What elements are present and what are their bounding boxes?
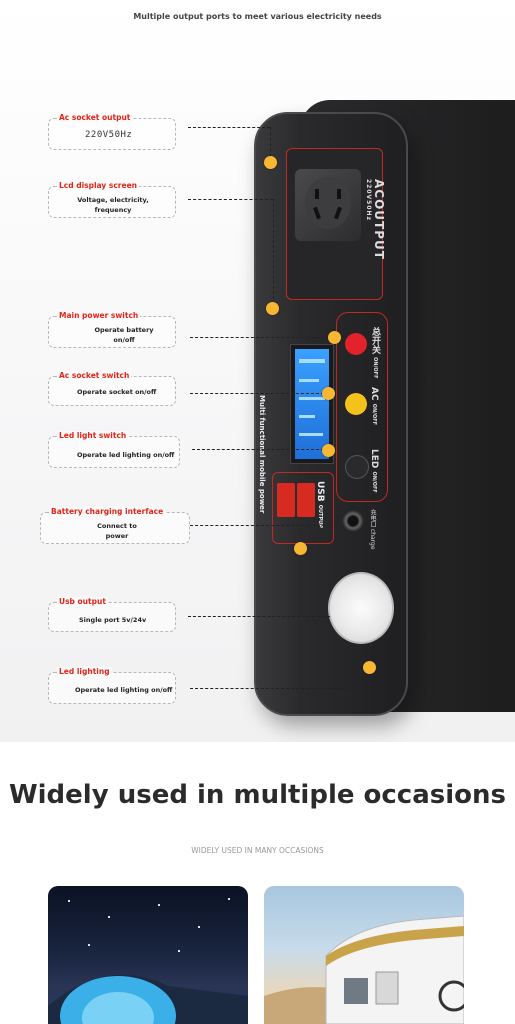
lcd-screen: [295, 349, 329, 459]
main-switch-text: 总开关: [370, 327, 380, 354]
hero-title: Multiple output ports to meet various el…: [133, 12, 382, 21]
callout-title: Lcd display screen: [57, 181, 139, 190]
callout-lcd-display: Lcd display screen Voltage, electricity,…: [48, 181, 176, 218]
callout-ac-socket-switch: Ac socket switch Operate socket on/off: [48, 371, 176, 406]
ac-switch-sub: ON/OFF: [371, 403, 377, 426]
leader-line: [190, 525, 330, 526]
callout-title: Ac socket output: [57, 113, 133, 122]
leader-line: [190, 337, 330, 338]
power-station-panel: ACOUTPUT 220V50Hz 总开关 ON/OFF: [254, 112, 408, 716]
callout-desc: Operate battery on/off: [94, 326, 154, 344]
usb-text: USB: [315, 481, 325, 502]
star: [158, 904, 160, 906]
callout-title: Battery charging interface: [49, 507, 166, 516]
hero-section: Multiple output ports to meet various el…: [0, 0, 515, 742]
callout-title: Usb output: [57, 597, 108, 606]
usb-sub: OUTPUP: [317, 504, 323, 528]
usb-port[interactable]: [297, 483, 315, 517]
tent-icon: [48, 974, 248, 1024]
callout-main-power-switch: Main power switch Operate battery on/off: [48, 311, 176, 348]
hotspot-dot: [322, 444, 335, 457]
main-power-button[interactable]: [345, 333, 367, 355]
charge-sub: charge: [369, 528, 376, 550]
switch-panel: 总开关 ON/OFF AC ON/OFF LED ON/OFF: [336, 312, 388, 502]
usb-label: USB OUTPUP: [315, 481, 325, 528]
hotspot-dot: [294, 542, 307, 555]
led-switch-label: LED ON/OFF: [369, 449, 379, 493]
star: [68, 900, 70, 902]
callout-title: Main power switch: [57, 311, 141, 320]
leader-line: [188, 199, 273, 200]
leader-line: [188, 616, 330, 617]
charge-label: 充电口 charge: [368, 509, 377, 550]
ac-switch-button[interactable]: [345, 393, 367, 415]
callout-title: Ac socket switch: [57, 371, 132, 380]
callout-desc: Single port 5v/24v: [79, 616, 147, 624]
ac-output-label: ACOUTPUT 220V50Hz: [365, 179, 386, 260]
lcd-display: [290, 344, 334, 464]
socket-face: [305, 177, 351, 229]
callout-title: Led light switch: [57, 431, 129, 440]
ac-output-sub: 220V50Hz: [365, 179, 372, 222]
leader-line: [190, 393, 324, 394]
led-switch-text: LED: [369, 449, 379, 469]
callout-ac-socket-output: Ac socket output 220V50Hz: [48, 113, 176, 150]
led-lamp: [328, 572, 394, 644]
charging-jack[interactable]: [342, 510, 364, 532]
usb-port[interactable]: [277, 483, 295, 517]
star: [108, 916, 110, 918]
leader-line: [192, 449, 324, 450]
rv-icon: [264, 915, 464, 1024]
leader-line: [270, 127, 271, 157]
callout-desc: Operate led lighting on/off: [75, 686, 173, 694]
callout-desc: Operate socket on/off: [77, 388, 157, 396]
star: [198, 926, 200, 928]
section-title: Widely used in multiple occasions: [8, 780, 507, 810]
lcd-digits-icon: [299, 359, 325, 436]
callout-usb-output: Usb output Single port 5v/24v: [48, 597, 176, 632]
led-switch-sub: ON/OFF: [371, 471, 377, 493]
socket-inner: [295, 169, 361, 241]
section-subtitle: WIDELY USED IN MANY OCCASIONS: [191, 846, 324, 855]
hotspot-dot: [322, 387, 335, 400]
callout-title: Led lighting: [57, 667, 112, 676]
star: [178, 950, 180, 952]
ac-output-text: ACOUTPUT: [372, 179, 386, 260]
callout-desc: Operate led lighting on/off: [77, 451, 175, 459]
usb-area: USB OUTPUP: [272, 472, 334, 544]
leader-line: [273, 199, 274, 299]
main-switch-label: 总开关 ON/OFF: [369, 327, 382, 378]
lcd-label: Multi functional mobile power: [258, 395, 266, 514]
ac-switch-text: AC: [369, 387, 379, 401]
hotspot-dot: [363, 661, 376, 674]
ac-socket: ACOUTPUT 220V50Hz: [286, 148, 386, 300]
star: [88, 944, 90, 946]
socket-holes-icon: [313, 189, 342, 220]
callout-desc: Connect to power: [97, 522, 137, 540]
hotspot-dot: [266, 302, 279, 315]
leader-line: [190, 688, 370, 689]
leader-line: [370, 672, 371, 688]
charge-text: 充电口: [369, 509, 376, 527]
callout-led-lighting: Led lighting Operate led lighting on/off: [48, 667, 176, 704]
led-switch-button[interactable]: [345, 455, 369, 479]
callout-led-light-switch: Led light switch Operate led lighting on…: [48, 431, 180, 468]
callout-desc: Voltage, electricity, frequency: [77, 196, 149, 214]
main-switch-sub: ON/OFF: [372, 357, 378, 379]
rv-photo: [264, 886, 464, 1024]
callout-battery-charging: Battery charging interface Connect to po…: [40, 507, 190, 544]
callout-desc: 220V50Hz: [85, 130, 133, 140]
hotspot-dot: [264, 156, 277, 169]
hotspot-dot: [328, 331, 341, 344]
camping-night-photo: [48, 886, 248, 1024]
leader-line: [188, 127, 270, 128]
ac-switch-label: AC ON/OFF: [369, 387, 379, 425]
star: [228, 898, 230, 900]
